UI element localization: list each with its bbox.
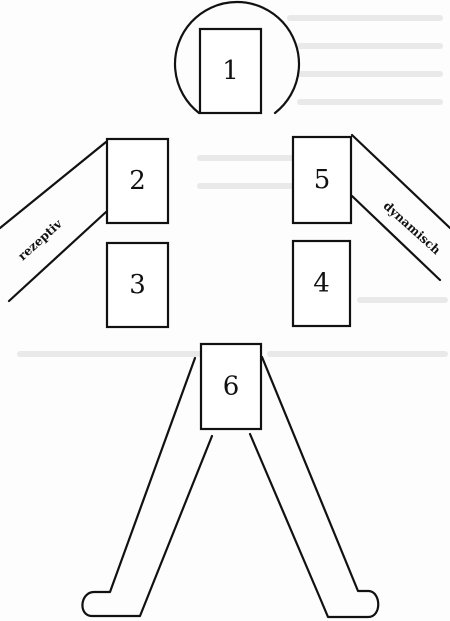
box-5: 5 — [291, 135, 353, 225]
box-1: 1 — [198, 27, 263, 115]
box-6-label: 6 — [223, 372, 240, 402]
box-4: 4 — [291, 239, 352, 328]
right-arm-upper-line — [350, 133, 450, 230]
left-leg-outline — [81, 356, 214, 618]
legs — [81, 355, 380, 619]
paper-show-through — [17, 15, 448, 357]
left-arm: rezeptiv — [0, 140, 108, 303]
box-2-label: 2 — [129, 166, 146, 196]
left-arm-lower-line — [7, 210, 108, 303]
box-1-label: 1 — [222, 56, 239, 86]
right-arm: dynamisch — [350, 133, 450, 282]
head-outline — [173, 0, 301, 115]
box-3-label: 3 — [129, 270, 146, 300]
box-2: 2 — [105, 137, 170, 225]
box-6: 6 — [199, 342, 263, 431]
right-arm-label: dynamisch — [381, 199, 444, 258]
right-arm-lower-line — [350, 194, 442, 282]
left-arm-upper-line — [0, 140, 108, 230]
box-4-label: 4 — [313, 269, 330, 299]
box-3: 3 — [105, 241, 170, 329]
box-5-label: 5 — [314, 165, 331, 195]
right-leg-outline — [248, 355, 380, 619]
